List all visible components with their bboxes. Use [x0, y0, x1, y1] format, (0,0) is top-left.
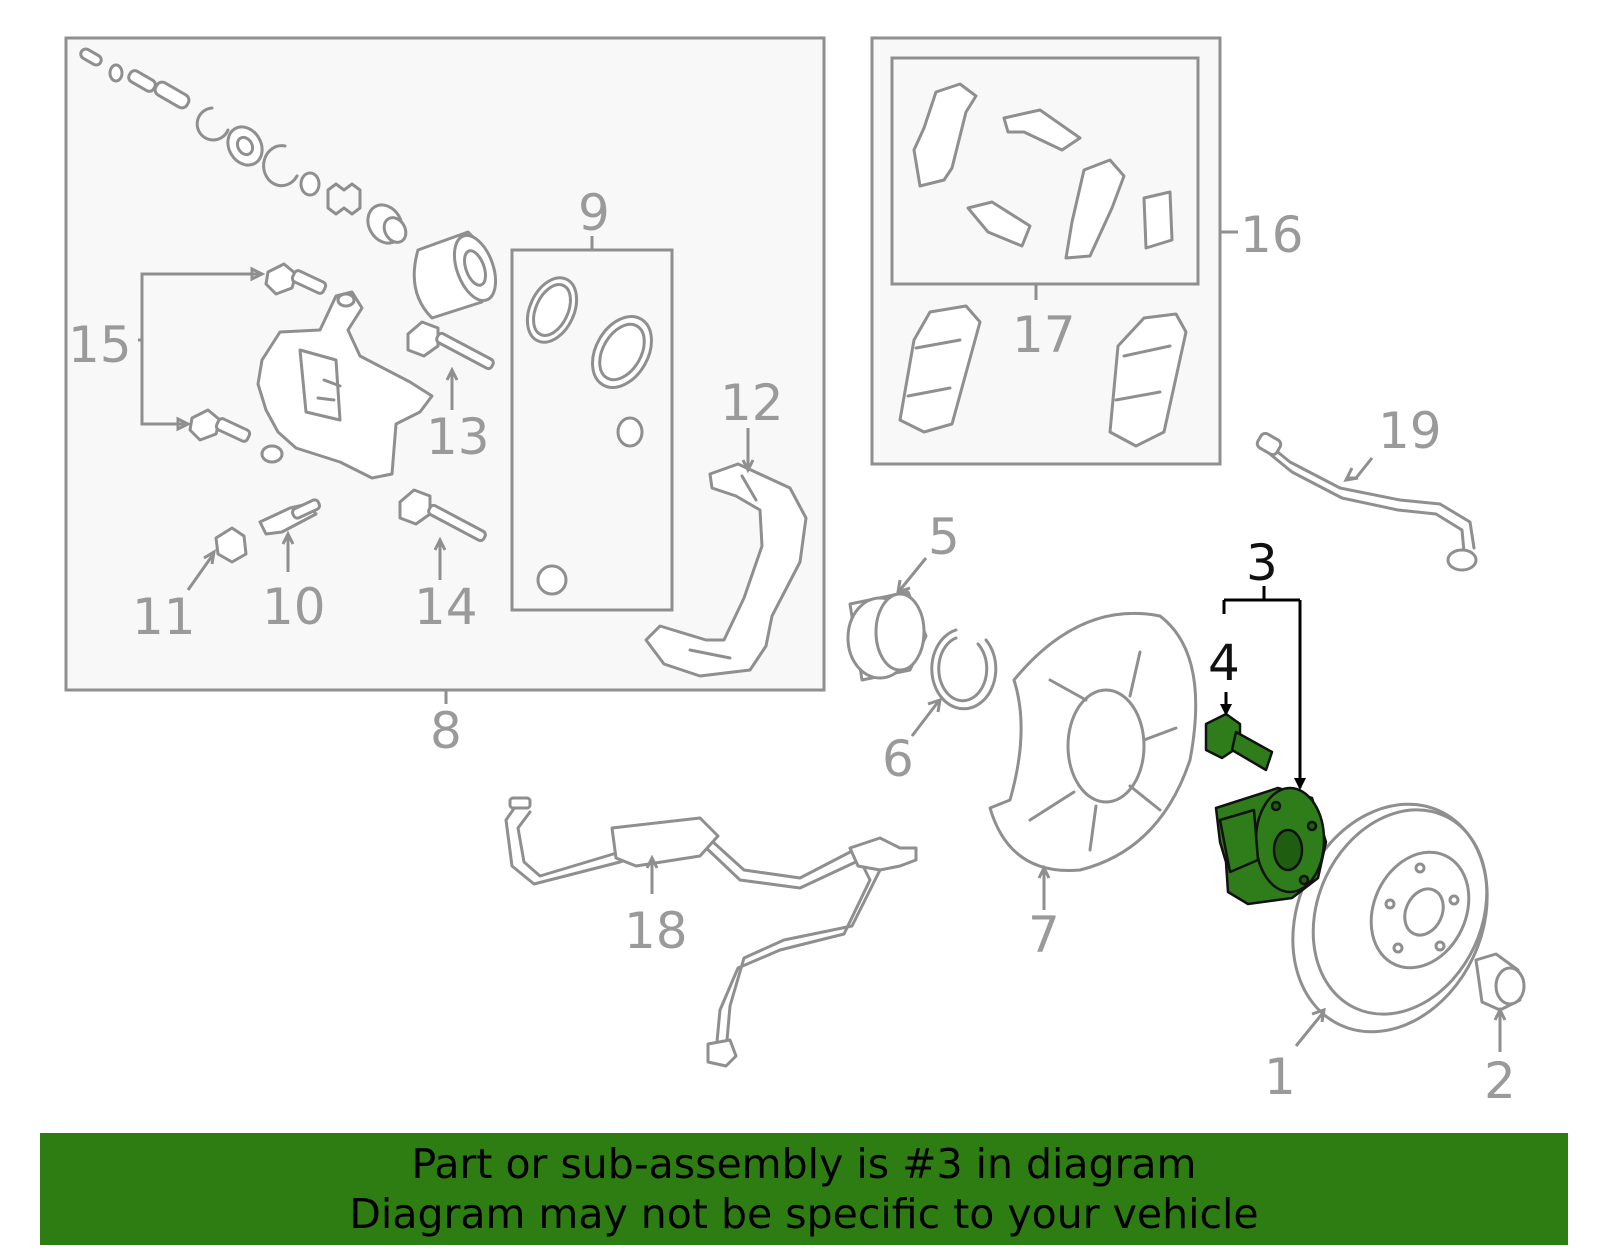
callout-1[interactable]: 1: [1264, 1048, 1296, 1106]
callout-14[interactable]: 14: [414, 578, 478, 636]
wheel-stud-4-highlight[interactable]: [1204, 712, 1274, 772]
callout-17[interactable]: 17: [1012, 306, 1076, 364]
callout-6[interactable]: 6: [882, 730, 914, 788]
leader-lines: [138, 230, 1507, 1052]
banner-line-1: Part or sub-assembly is #3 in diagram: [411, 1140, 1197, 1188]
callout-2[interactable]: 2: [1484, 1052, 1516, 1110]
slide-pins: [214, 320, 495, 564]
callout-16[interactable]: 16: [1240, 206, 1304, 264]
caliper-body: [256, 290, 434, 480]
callout-labels: 1 2 3 4 5 6 7 8 9 10 11 12 13 14 15 16 1…: [68, 184, 1516, 1110]
callout-10[interactable]: 10: [262, 578, 326, 636]
callout-13[interactable]: 13: [426, 408, 490, 466]
callout-8[interactable]: 8: [430, 702, 462, 760]
hub-nut-2: [1474, 952, 1526, 1012]
callout-3[interactable]: 3: [1246, 534, 1278, 592]
callout-18[interactable]: 18: [624, 902, 688, 960]
callout-11[interactable]: 11: [132, 588, 196, 646]
pad-hardware-17: [912, 82, 1174, 260]
snap-ring-6: [930, 628, 998, 711]
callout-7[interactable]: 7: [1028, 906, 1060, 964]
callout-9[interactable]: 9: [578, 184, 610, 242]
callout-19[interactable]: 19: [1378, 402, 1442, 460]
callout-12[interactable]: 12: [720, 374, 784, 432]
callout-15[interactable]: 15: [68, 316, 132, 374]
banner-line-2: Diagram may not be specific to your vehi…: [349, 1190, 1259, 1238]
callout-4[interactable]: 4: [1208, 634, 1240, 692]
guide-bolts-15: [188, 262, 328, 443]
hub-assembly-3-highlight[interactable]: [1214, 786, 1328, 906]
brake-hose-19: [1255, 431, 1478, 572]
info-banner: Part or sub-assembly is #3 in diagram Di…: [40, 1133, 1568, 1245]
caliper-small-parts: [79, 47, 498, 320]
brake-rotor-1: [1291, 802, 1489, 1034]
abs-sensor-18: [504, 796, 918, 1068]
bearing-5: [846, 590, 928, 682]
brake-pads: [898, 304, 1188, 448]
seal-kit-box-9: [510, 248, 674, 612]
caliper-bracket-12: [644, 462, 808, 678]
dust-shield-7: [988, 611, 1198, 872]
callout-5[interactable]: 5: [928, 508, 960, 566]
active-leader-lines: [1220, 586, 1306, 790]
